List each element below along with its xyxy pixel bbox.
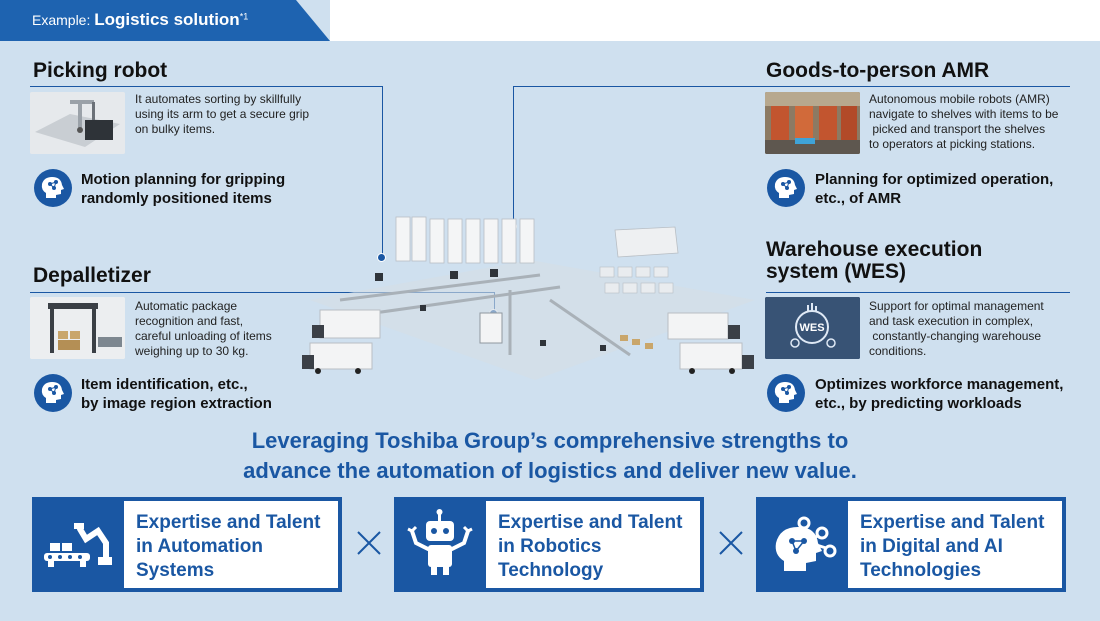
depalletizer-rule bbox=[30, 292, 495, 293]
picking-robot-photo bbox=[30, 92, 125, 154]
picking-rule bbox=[30, 86, 382, 87]
card-digital-ai: Expertise and Talent in Digital and AI T… bbox=[756, 497, 1066, 592]
ai-head-icon bbox=[34, 374, 72, 412]
conveyor-robot-arm-icon bbox=[36, 501, 120, 588]
picking-connector bbox=[382, 86, 383, 256]
ai-head-icon bbox=[767, 169, 805, 207]
card-automation: Expertise and Talent in Automation Syste… bbox=[32, 497, 342, 592]
picking-connector-dot bbox=[377, 253, 386, 262]
depalletizer-desc: Automatic package recognition and fast, … bbox=[135, 299, 272, 358]
wes-thumb-label: WES bbox=[799, 322, 824, 334]
card-robotics: Expertise and Talent in Robotics Technol… bbox=[394, 497, 704, 592]
picking-desc: It automates sorting by skillfully using… bbox=[135, 92, 310, 136]
amr-feature: Planning for optimized operation, etc., … bbox=[815, 171, 1054, 207]
card-robotics-body: Expertise and Talent in Robotics Technol… bbox=[486, 501, 700, 588]
amr-connector bbox=[513, 86, 514, 226]
multiply-icon bbox=[357, 531, 381, 555]
wes-desc: Support for optimal management and task … bbox=[869, 299, 1044, 358]
header-tab: Example: Logistics solution*1 bbox=[0, 0, 330, 41]
depalletizer-photo bbox=[30, 297, 125, 359]
amr-desc: Autonomous mobile robots (AMR) navigate … bbox=[869, 92, 1059, 151]
warehouse-illustration bbox=[300, 205, 760, 385]
wes-rule bbox=[766, 292, 1070, 293]
header-prefix: Example: bbox=[32, 12, 91, 28]
picking-title: Picking robot bbox=[33, 59, 168, 82]
amr-rule bbox=[513, 86, 1070, 87]
depalletizer-feature: Item identification, etc., by image regi… bbox=[81, 376, 272, 412]
multiply-icon bbox=[719, 531, 743, 555]
header-strip bbox=[330, 0, 1100, 41]
amr-photo bbox=[765, 92, 860, 154]
amr-title: Goods-to-person AMR bbox=[766, 59, 990, 82]
depalletizer-title: Depalletizer bbox=[33, 264, 151, 287]
card-automation-body: Expertise and Talent in Automation Syste… bbox=[124, 501, 338, 588]
card-digital-ai-body: Expertise and Talent in Digital and AI T… bbox=[848, 501, 1062, 588]
ai-head-icon bbox=[767, 374, 805, 412]
header-tab-shape bbox=[0, 0, 330, 41]
wes-photo: WES bbox=[765, 297, 860, 359]
robot-icon bbox=[398, 501, 482, 588]
header-footnote-mark: *1 bbox=[239, 11, 249, 22]
picking-feature: Motion planning for gripping randomly po… bbox=[81, 171, 286, 207]
header-title: Example: Logistics solution*1 bbox=[32, 10, 248, 30]
header-main-title: Logistics solution bbox=[94, 10, 240, 29]
wes-title: Warehouse execution system (WES) bbox=[766, 238, 983, 283]
wes-feature: Optimizes workforce management, etc., by… bbox=[815, 376, 1064, 412]
tagline: Leveraging Toshiba Group’s comprehensive… bbox=[243, 428, 857, 483]
ai-head-icon bbox=[760, 501, 844, 588]
ai-head-icon bbox=[34, 169, 72, 207]
